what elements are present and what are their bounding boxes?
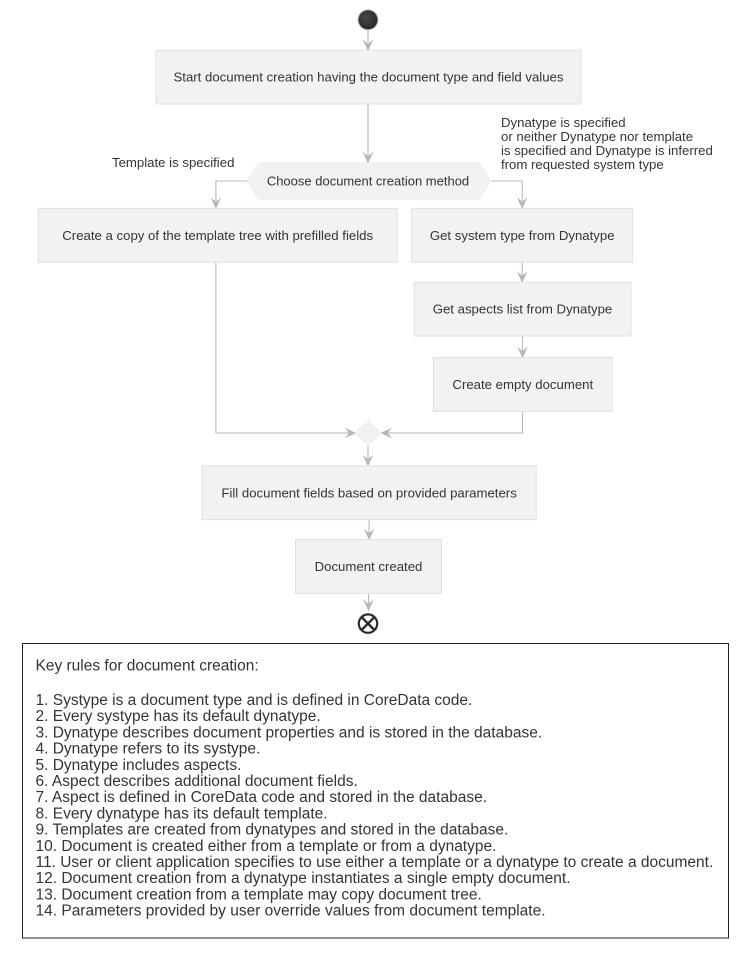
svg-text:Dynatype is specified: Dynatype is specified xyxy=(501,115,626,130)
svg-text:Document created: Document created xyxy=(315,559,423,574)
svg-text:3. Dynatype describes document: 3. Dynatype describes document propertie… xyxy=(36,724,543,741)
svg-text:6. Aspect describes additional: 6. Aspect describes additional document … xyxy=(36,773,358,790)
svg-text:Choose document creation metho: Choose document creation method xyxy=(267,174,469,189)
svg-text:Get system type from Dynatype: Get system type from Dynatype xyxy=(430,228,615,243)
svg-text:13. Document creation from a t: 13. Document creation from a template ma… xyxy=(36,886,482,903)
svg-text:5. Dynatype includes aspects.: 5. Dynatype includes aspects. xyxy=(36,757,242,774)
svg-text:Template is specified: Template is specified xyxy=(112,155,234,170)
svg-text:or neither Dynatype nor templa: or neither Dynatype nor template xyxy=(501,129,693,144)
svg-text:Start document creation having: Start document creation having the docum… xyxy=(173,70,563,85)
svg-text:Fill document fields based on: Fill document fields based on provided p… xyxy=(221,485,517,500)
svg-text:Create a copy of the template: Create a copy of the template tree with … xyxy=(62,228,373,243)
svg-text:from requested system type: from requested system type xyxy=(501,157,664,172)
svg-text:1. Systype is a document type: 1. Systype is a document type and is def… xyxy=(36,692,473,709)
svg-text:9. Templates are created from: 9. Templates are created from dynatypes … xyxy=(36,822,509,839)
svg-text:8. Every dynatype has its defa: 8. Every dynatype has its default templa… xyxy=(36,805,328,822)
svg-text:Create empty document: Create empty document xyxy=(452,377,593,392)
svg-text:4. Dynatype refers to its syst: 4. Dynatype refers to its systype. xyxy=(36,741,261,758)
svg-text:2. Every systype has its defau: 2. Every systype has its default dynatyp… xyxy=(36,708,321,725)
svg-text:14. Parameters provided by use: 14. Parameters provided by user override… xyxy=(36,903,546,920)
svg-text:7. Aspect is defined in CoreDa: 7. Aspect is defined in CoreData code an… xyxy=(36,789,488,806)
svg-text:is specified and Dynatype is i: is specified and Dynatype is inferred xyxy=(501,143,713,158)
svg-text:12. Document creation from a d: 12. Document creation from a dynatype in… xyxy=(36,870,571,887)
svg-text:Get aspects list from Dynatype: Get aspects list from Dynatype xyxy=(433,302,613,317)
svg-text:11. User or client application: 11. User or client application specifies… xyxy=(36,854,714,871)
svg-text:10. Document is created either: 10. Document is created either from a te… xyxy=(36,838,497,855)
svg-text:Key rules for document creatio: Key rules for document creation: xyxy=(36,658,259,675)
